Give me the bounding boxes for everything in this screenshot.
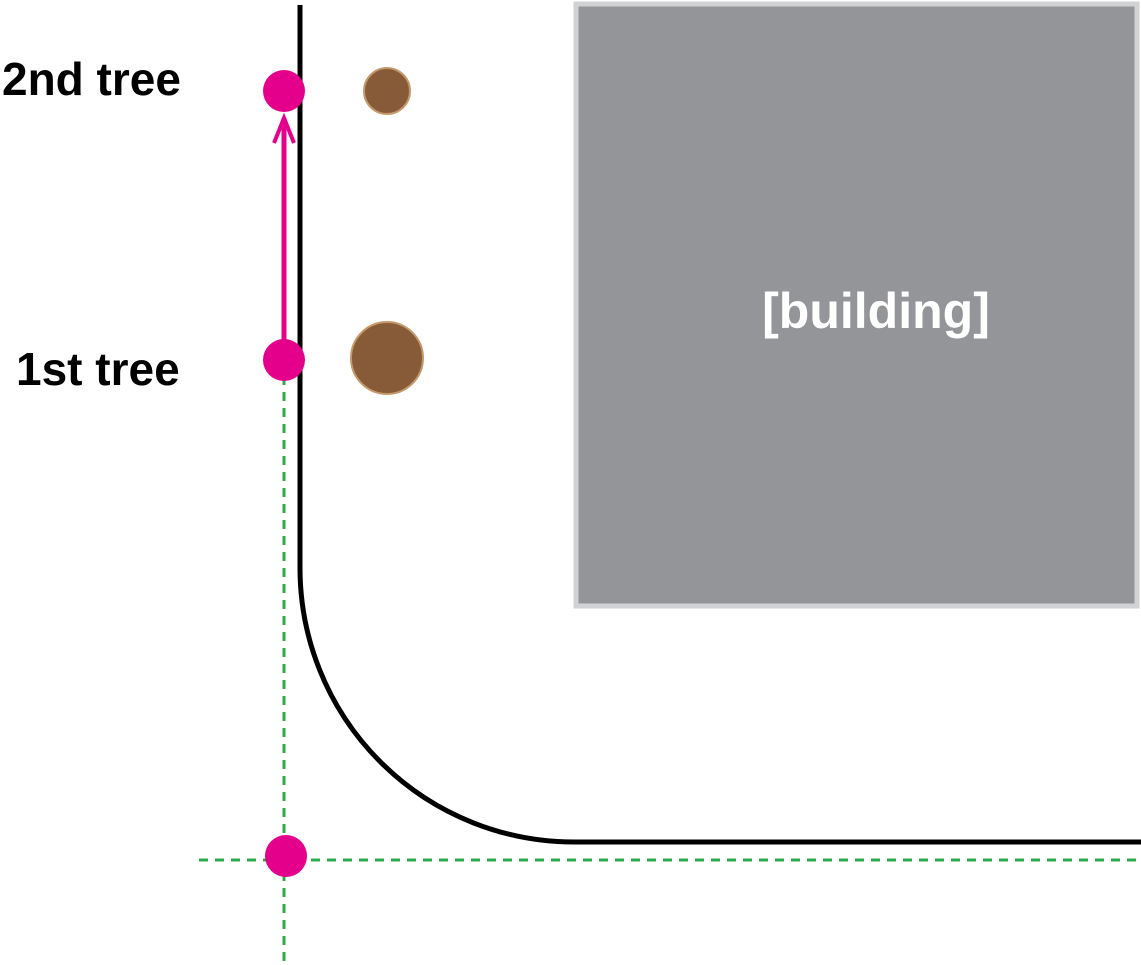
curb-line [297,5,1141,845]
first-tree-marker [263,339,305,381]
second-tree [363,67,411,115]
first-tree [350,321,424,395]
second-tree-marker [263,70,305,112]
measurement-arrow-head [272,112,296,144]
building [573,1,1140,609]
first-tree-label: 1st tree [16,343,180,395]
corner-reference-marker [265,835,307,877]
second-tree-label: 2nd tree [2,53,181,105]
building-label: [building] [762,283,990,339]
